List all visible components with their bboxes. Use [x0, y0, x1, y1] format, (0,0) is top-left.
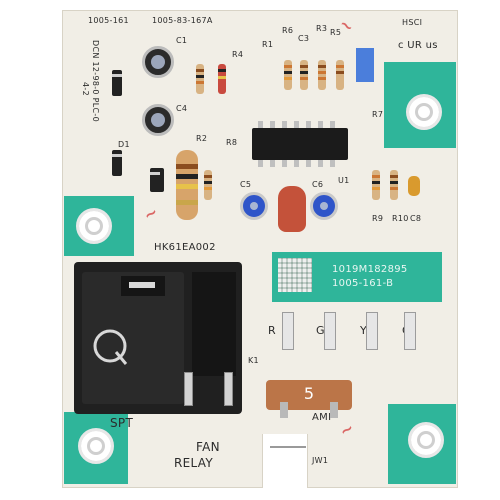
terminal-r[interactable]	[282, 312, 294, 350]
capacitor-c1	[142, 46, 174, 78]
label-r9: R9	[372, 214, 384, 223]
resistor-r2	[196, 64, 204, 94]
label-c5: C5	[240, 180, 252, 189]
left-vertical-code: DCN 12-98-0 PLC-0	[91, 40, 100, 122]
terminal-label-y: Y	[360, 324, 368, 337]
label-r10: R10	[392, 214, 409, 223]
label-c6: C6	[312, 180, 324, 189]
resistor-r7	[336, 60, 344, 90]
capacitor-c5	[240, 192, 268, 220]
label-r3: R3	[316, 24, 328, 33]
ul-mark: c UR us	[398, 40, 438, 51]
relay-label: RELAY	[174, 456, 213, 470]
fuse-5a: 5	[266, 380, 352, 418]
mounting-hole-top-right	[406, 94, 442, 130]
label-u1: U1	[338, 176, 350, 185]
capacitor-c8	[408, 176, 420, 196]
resistor-r10	[390, 170, 398, 200]
terminal-g[interactable]	[324, 312, 336, 350]
diode-top	[112, 70, 122, 96]
resistor-r3	[300, 60, 308, 90]
label-c3: C3	[298, 34, 310, 43]
fuse-value: 5	[303, 384, 315, 403]
capacitor-c6	[310, 192, 338, 220]
label-r7: R7	[372, 110, 384, 119]
fuse-unit: AMP	[312, 412, 335, 423]
terminal-label-r: R	[268, 324, 276, 337]
top-mid-code: 1005-83-167A	[152, 16, 213, 25]
power-resistor	[176, 150, 198, 220]
label-r4: R4	[232, 50, 244, 59]
mounting-hole-left	[76, 208, 112, 244]
top-left-code: 1005-161	[88, 16, 129, 25]
label-c8: C8	[410, 214, 422, 223]
label-c4: C4	[176, 104, 188, 113]
board-notch	[262, 434, 308, 488]
fan-relay-k1	[74, 262, 242, 414]
capacitor-c4	[142, 104, 174, 136]
resistor-r4	[218, 64, 226, 94]
board-id: HK61EA002	[154, 242, 216, 253]
label-r8: R8	[226, 138, 238, 147]
label-r2: R2	[196, 134, 208, 143]
resistor-r5	[318, 60, 326, 90]
blue-component	[356, 48, 374, 82]
label-r1: R1	[262, 40, 274, 49]
mounting-hole-bottom-left	[78, 428, 114, 464]
hsc-label: HSCI	[402, 18, 423, 27]
label-c1: C1	[176, 36, 188, 45]
diode-mid	[150, 168, 164, 192]
terminal-label-g: G	[316, 324, 325, 337]
resistor-r8	[204, 170, 212, 200]
label-r6: R6	[282, 26, 294, 35]
resistor-r6	[284, 60, 292, 90]
manufacturer-logo-icon	[93, 329, 128, 365]
mounting-hole-bottom-right	[408, 422, 444, 458]
terminal-c[interactable]	[404, 312, 416, 350]
k1-label: K1	[248, 356, 259, 365]
fan-label: FAN	[196, 440, 220, 454]
diode-d1	[112, 150, 122, 176]
part-line1: 1019M182895	[332, 264, 408, 275]
qr-code	[278, 258, 312, 292]
left-vertical-code-2: 4-2	[81, 82, 90, 96]
ic-u1	[252, 121, 348, 167]
film-capacitor	[278, 186, 306, 232]
terminal-y[interactable]	[366, 312, 378, 350]
part-line2: 1005-161-B	[332, 278, 394, 289]
spt-label: SPT	[110, 416, 134, 430]
label-d1: D1	[118, 140, 130, 149]
jumper-jw1	[270, 446, 306, 448]
label-r5: R5	[330, 28, 342, 37]
jw1-label: JW1	[312, 456, 329, 465]
resistor-r9	[372, 170, 380, 200]
